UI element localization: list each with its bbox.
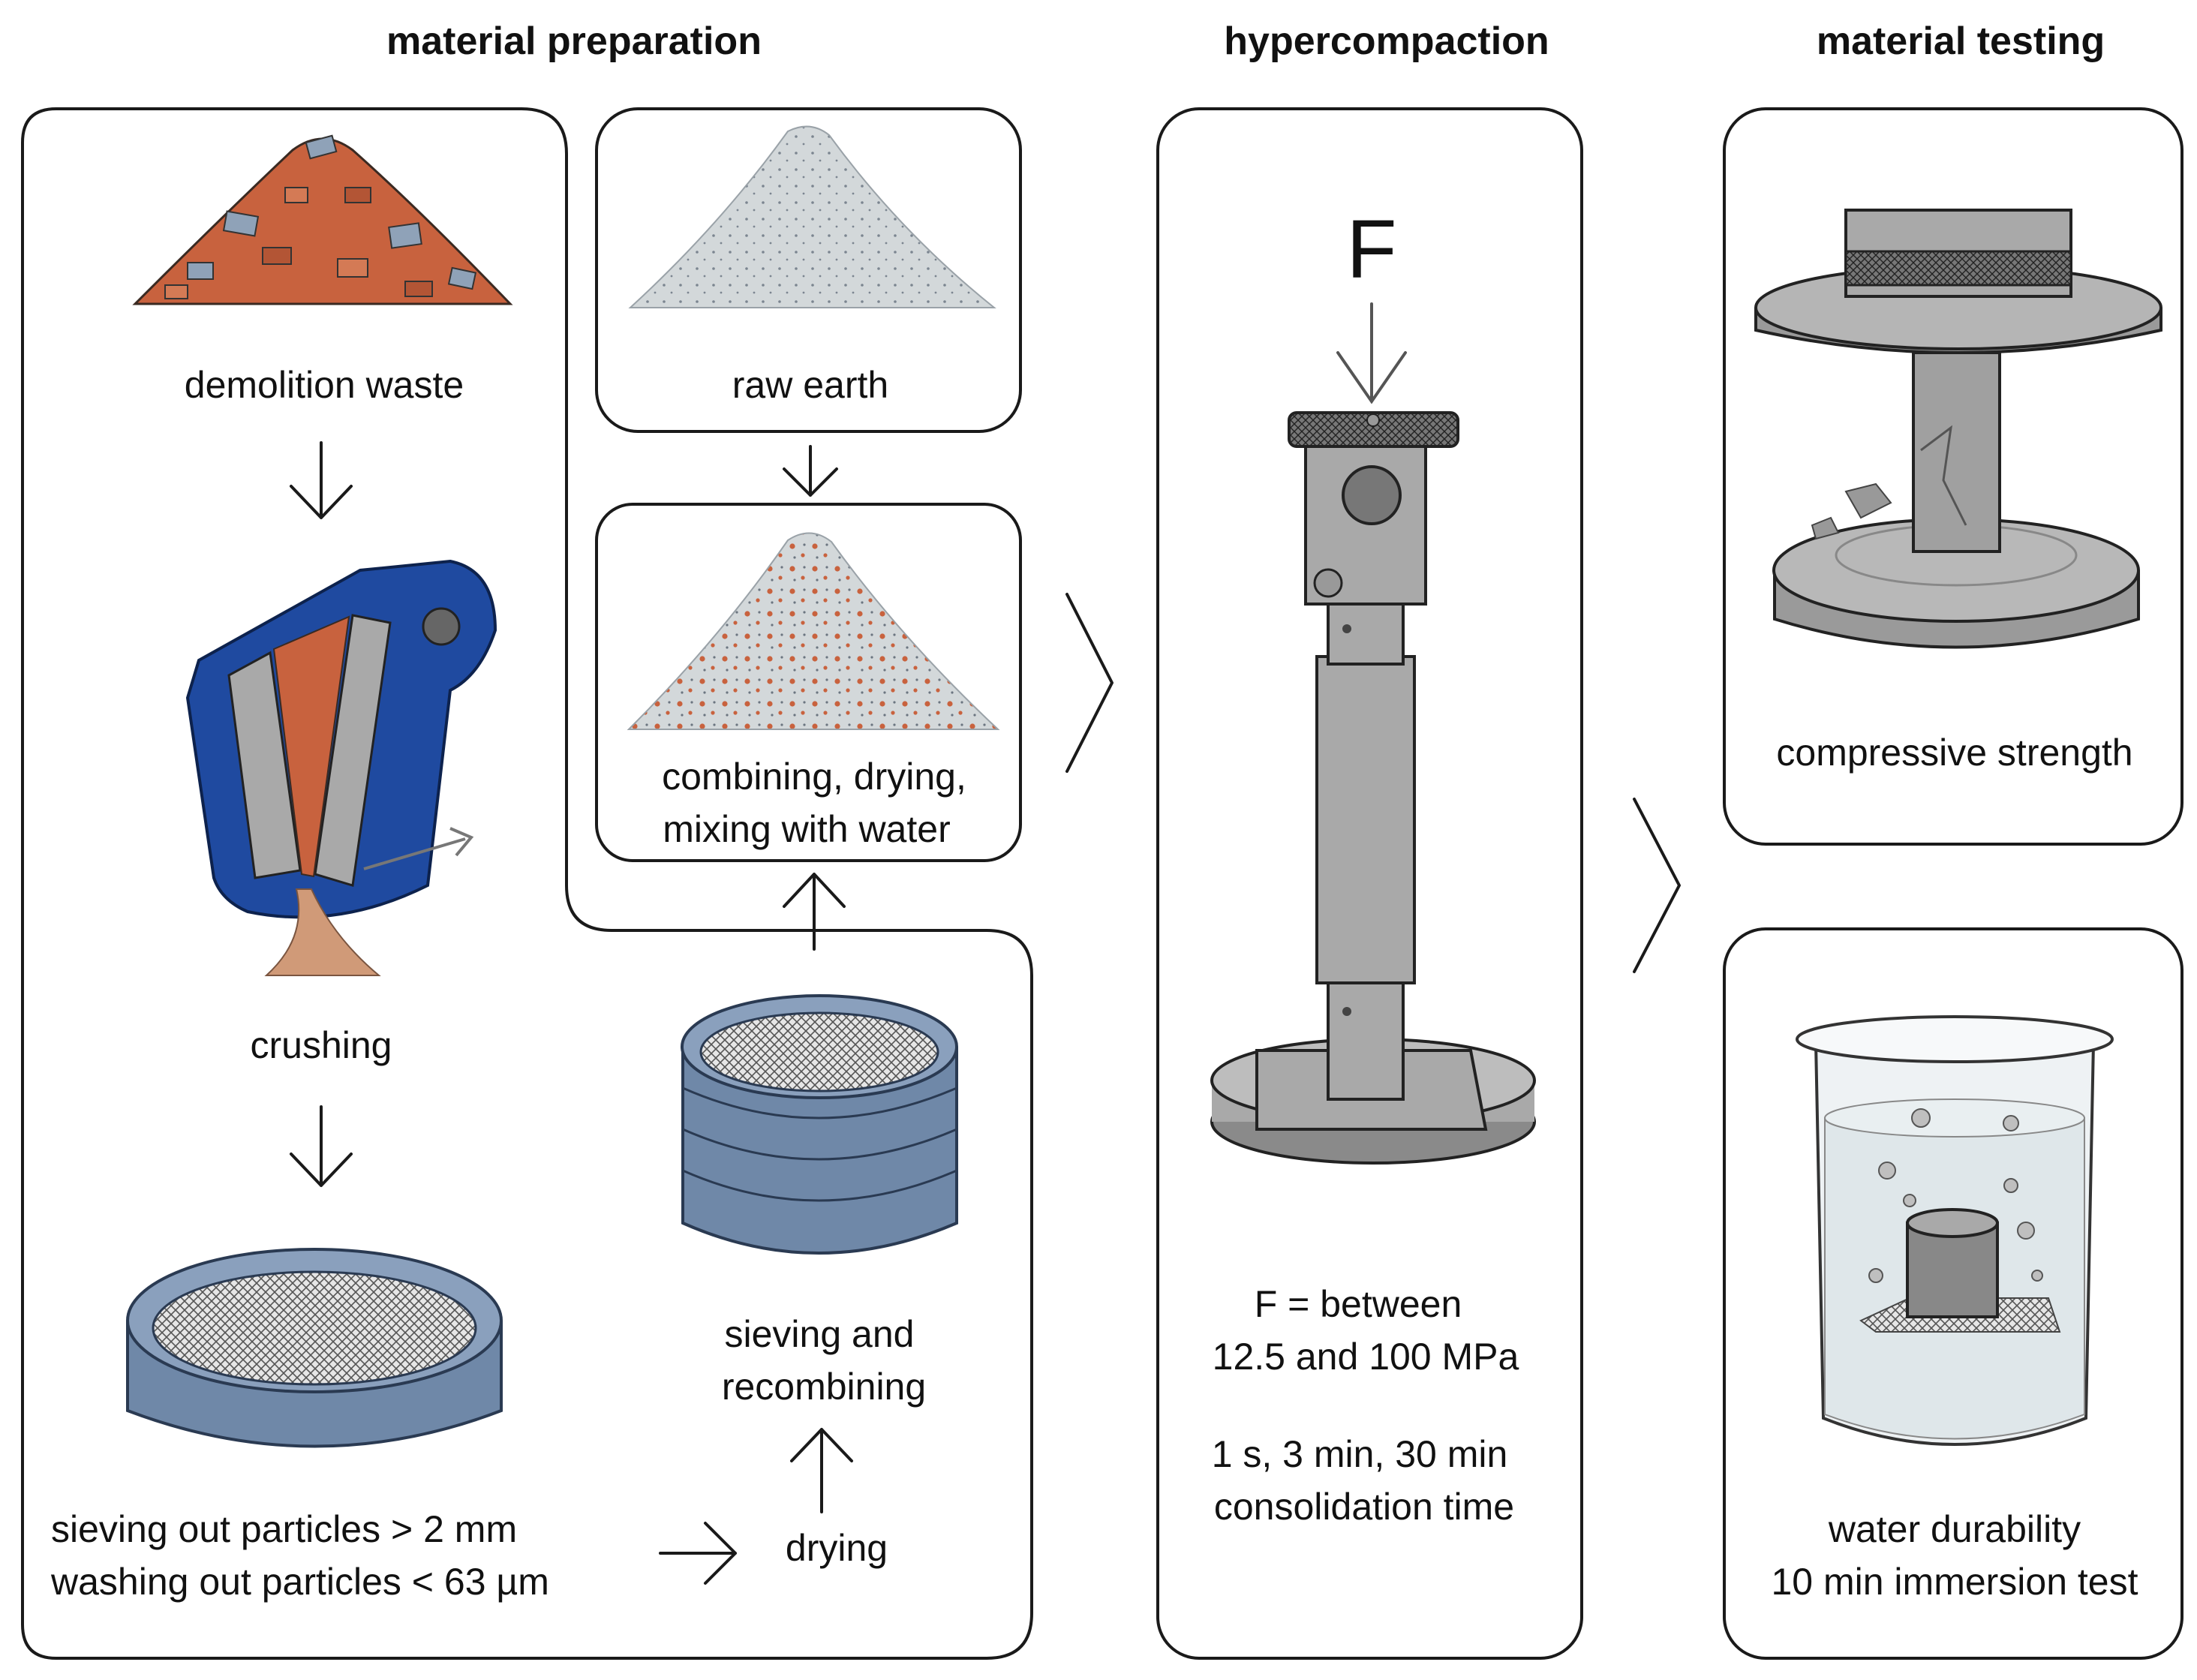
label-force-line1: F = between <box>1255 1283 1462 1325</box>
water-durability-panel <box>1723 927 2183 1660</box>
force-symbol: F <box>1346 203 1396 296</box>
label-force-line2: 12.5 and 100 MPa <box>1213 1336 1519 1378</box>
compression-test-illustration <box>1754 209 2162 649</box>
label-compressive-strength: compressive strength <box>1776 732 2132 774</box>
label-time-line1: 1 s, 3 min, 30 min <box>1212 1433 1508 1475</box>
label-drying: drying <box>786 1527 888 1569</box>
label-sieving-recombining-line2: recombining <box>722 1366 926 1408</box>
compressive-strength-panel <box>1723 107 2183 846</box>
arrow-right-icon <box>659 1522 737 1585</box>
label-combining-line1: combining, drying, <box>662 756 966 798</box>
arrow-down-icon <box>783 445 838 497</box>
label-water-durability-line2: 10 min immersion test <box>1771 1561 2138 1603</box>
raw-earth-pile-illustration <box>628 125 996 308</box>
press-mold-illustration <box>1210 411 1536 1165</box>
label-crushing: crushing <box>251 1024 392 1066</box>
arrow-down-icon <box>290 1105 353 1187</box>
chevron-right-icon <box>1633 798 1681 973</box>
label-sieving-recombining-line1: sieving and <box>725 1313 915 1355</box>
heading-material-preparation: material preparation <box>386 20 762 63</box>
label-water-durability-line1: water durability <box>1828 1508 2081 1550</box>
arrow-up-icon <box>783 873 846 951</box>
label-demolition-waste: demolition waste <box>185 364 464 406</box>
jaw-crusher-illustration <box>185 559 497 976</box>
label-sieving-line1: sieving out particles > 2 mm <box>51 1508 517 1550</box>
heading-hypercompaction: hypercompaction <box>1224 20 1549 63</box>
label-sieving-line2: washing out particles < 63 µm <box>50 1561 549 1603</box>
label-combining-line2: mixing with water <box>663 808 950 850</box>
material-preparation-panel <box>21 107 1033 1660</box>
demolition-waste-pile-illustration <box>132 134 513 305</box>
label-time-line2: consolidation time <box>1214 1486 1514 1528</box>
arrow-up-icon <box>790 1428 853 1513</box>
combining-box <box>595 503 1022 862</box>
mixed-material-pile-illustration <box>627 532 1000 730</box>
raw-earth-box <box>595 107 1022 433</box>
sieve-illustration <box>126 1248 503 1448</box>
arrow-down-icon <box>290 441 353 519</box>
heading-material-testing: material testing <box>1817 20 2105 63</box>
stacked-sieves-illustration <box>681 994 958 1255</box>
label-raw-earth: raw earth <box>732 364 888 406</box>
force-arrow-icon <box>1336 302 1407 404</box>
immersion-beaker-illustration <box>1796 1015 2114 1446</box>
hypercompaction-panel <box>1156 107 1583 1660</box>
chevron-right-icon <box>1065 593 1114 773</box>
